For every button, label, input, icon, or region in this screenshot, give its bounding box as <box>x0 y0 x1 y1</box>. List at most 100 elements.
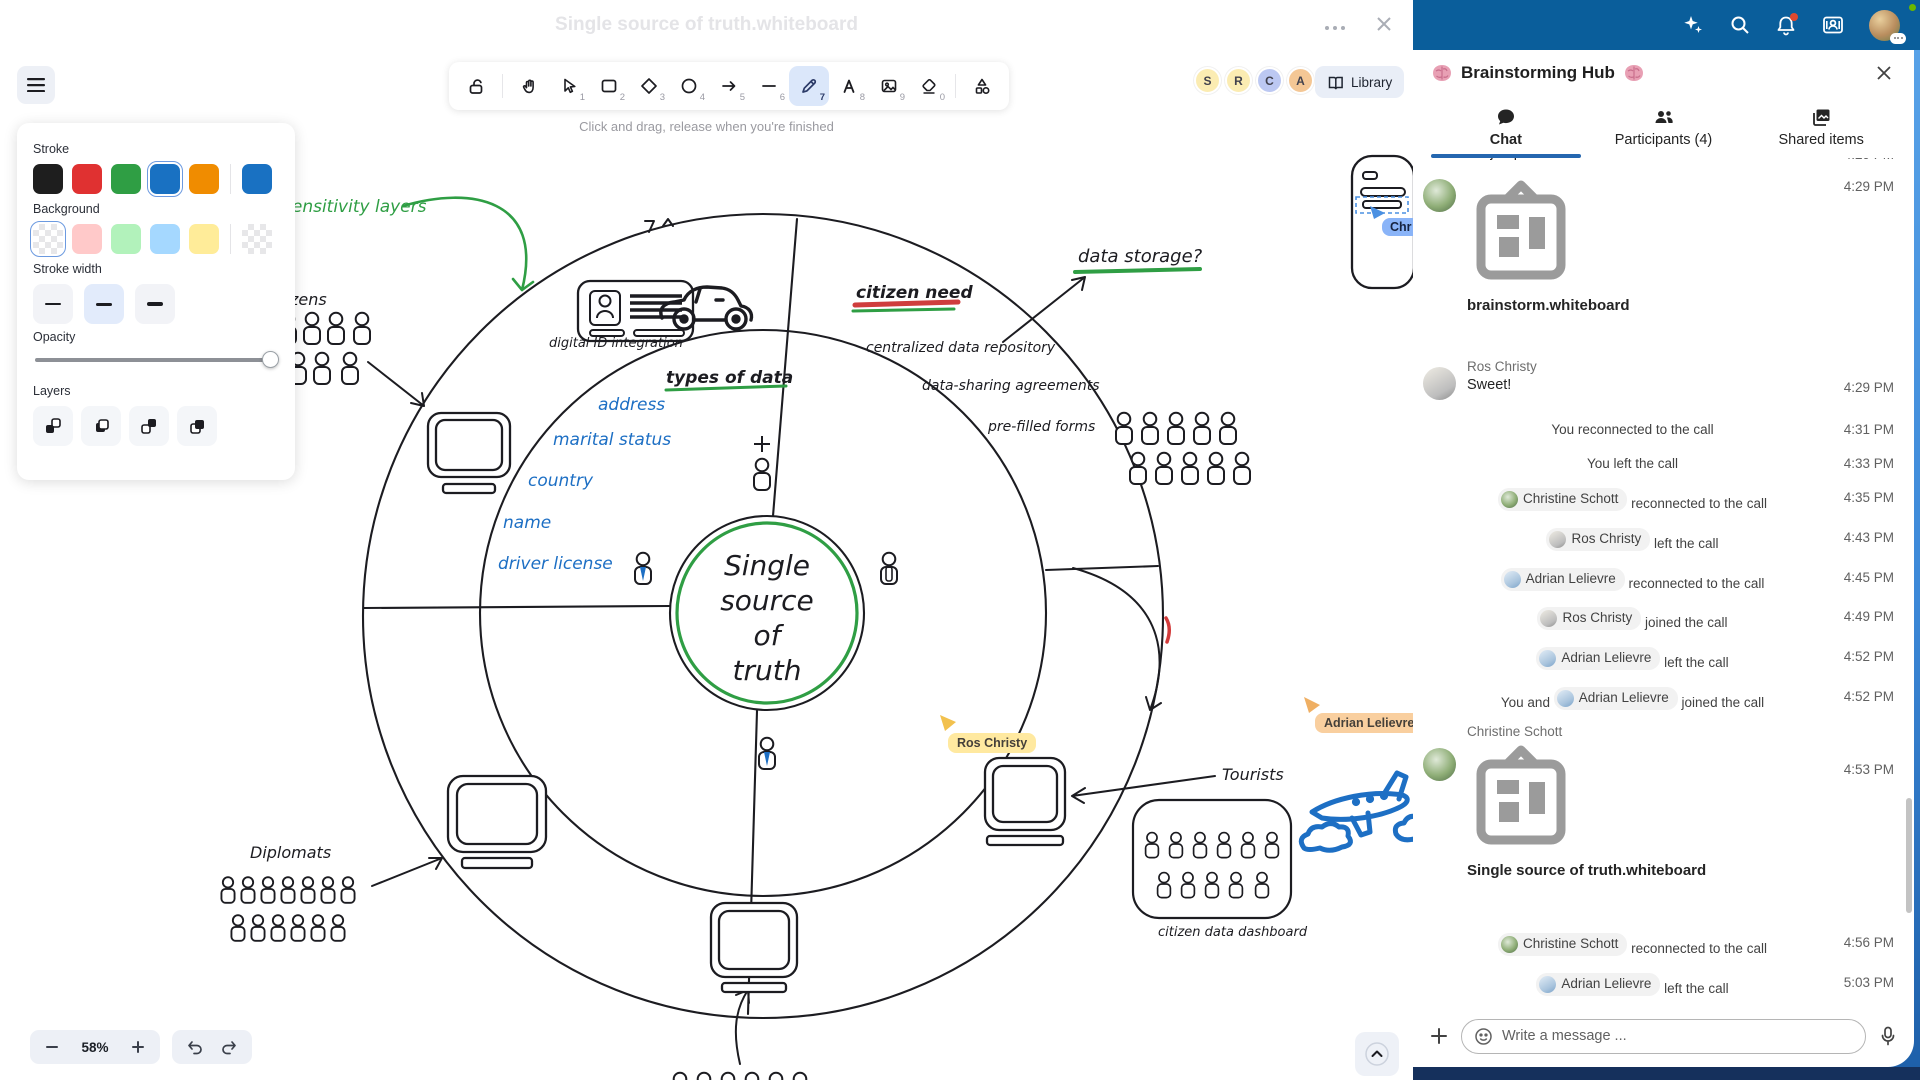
stroke-swatch-orange[interactable] <box>189 164 219 194</box>
bg-swatch-yellow[interactable] <box>189 224 219 254</box>
draw-tool-selected[interactable]: 7 <box>789 66 829 106</box>
top-right-crowd[interactable] <box>1115 411 1251 485</box>
more-options-icon[interactable] <box>1322 16 1352 36</box>
chat-scrollbar[interactable] <box>1906 798 1912 913</box>
bg-swatch-pink[interactable] <box>72 224 102 254</box>
stroke-width-bold-button[interactable] <box>135 284 175 324</box>
collapse-panel-button[interactable] <box>1355 1032 1399 1076</box>
bring-forward-button[interactable] <box>129 406 169 446</box>
select-tool[interactable]: 1 <box>549 66 589 106</box>
opacity-slider-knob[interactable] <box>262 351 279 368</box>
person-pill[interactable]: Christine Schott <box>1498 933 1628 957</box>
search-icon[interactable] <box>1729 14 1751 36</box>
bg-swatch-transparent-selected[interactable] <box>30 221 66 257</box>
redo-button[interactable] <box>217 1035 241 1059</box>
ellipse-tool[interactable]: 4 <box>669 66 709 106</box>
collaborator-chip-a[interactable]: A <box>1287 67 1314 94</box>
whiteboard-thumbnail-icon[interactable] <box>1467 742 1575 854</box>
stroke-swatch-green[interactable] <box>111 164 141 194</box>
collaborator-chip-s[interactable]: S <box>1194 67 1221 94</box>
dashboard-frame[interactable] <box>1131 798 1293 920</box>
bg-swatch-green[interactable] <box>111 224 141 254</box>
whiteboard-thumbnail-icon[interactable] <box>1467 177 1575 289</box>
stroke-width-thin-button[interactable] <box>33 284 73 324</box>
monitor-drawings[interactable] <box>426 411 1067 994</box>
id-card-drawing[interactable] <box>576 279 695 343</box>
person-pill[interactable]: Adrian Lelievre <box>1536 647 1661 671</box>
svg-text:name: name <box>503 513 551 533</box>
svg-text:country: country <box>528 471 594 491</box>
cursor-tag-christine: Chr <box>1382 218 1420 236</box>
chat-message-list[interactable]: Lets jump into our brainstorm session. 4… <box>1413 158 1914 1011</box>
whiteboard-canvas[interactable]: Single source of truth sensitivity layer… <box>0 0 1413 1080</box>
zoom-level[interactable]: 58% <box>81 1039 109 1055</box>
bring-to-front-button[interactable] <box>177 406 217 446</box>
shapes-tool[interactable] <box>962 66 1002 106</box>
person-pill[interactable]: Christine Schott <box>1498 487 1628 511</box>
connector-arrows[interactable] <box>367 218 1216 1065</box>
tab-chat[interactable]: Chat <box>1427 96 1585 158</box>
microphone-icon[interactable] <box>1876 1024 1900 1048</box>
car-drawing[interactable] <box>659 285 754 331</box>
notification-badge <box>1790 13 1798 21</box>
profile-avatar[interactable] <box>1869 9 1906 44</box>
attach-plus-icon[interactable] <box>1427 1024 1451 1048</box>
chat-message-file[interactable]: 4:53 PM Christine Schott <box>1423 724 1898 920</box>
avatar <box>1423 748 1456 782</box>
eraser-tool[interactable]: 0 <box>909 66 949 106</box>
zoom-in-button[interactable] <box>126 1035 150 1059</box>
person-pill[interactable]: Ros Christy <box>1537 607 1642 631</box>
person-pill[interactable]: Adrian Lelievre <box>1553 687 1678 711</box>
line-tool[interactable]: 6 <box>762 85 785 103</box>
truth-diagram-rings[interactable] <box>361 212 1165 1020</box>
zoom-out-button[interactable] <box>40 1035 64 1059</box>
board-close-icon[interactable] <box>1372 12 1396 36</box>
center-title[interactable]: Single source of truth <box>720 549 814 687</box>
arrow-tool[interactable]: 5 <box>709 66 749 106</box>
bg-current-swatch[interactable] <box>242 224 272 254</box>
person-pill[interactable]: Adrian Lelievre <box>1536 972 1661 996</box>
person-pill[interactable]: Adrian Lelievre <box>1500 567 1625 591</box>
image-tool[interactable]: 9 <box>869 66 909 106</box>
stroke-swatch-blue-selected[interactable] <box>147 161 183 197</box>
lock-tool[interactable] <box>456 66 496 106</box>
stroke-swatch-red[interactable] <box>72 164 102 194</box>
opacity-slider[interactable] <box>35 351 279 368</box>
message-input[interactable]: Write a message ... <box>1461 1018 1866 1054</box>
file-name[interactable]: brainstorm.whiteboard <box>1467 297 1630 314</box>
menu-button[interactable] <box>17 66 55 104</box>
undo-button[interactable] <box>183 1035 207 1059</box>
file-name[interactable]: Single source of truth.whiteboard <box>1467 862 1707 880</box>
svg-text:data-sharing agreements: data-sharing agreements <box>922 378 1100 394</box>
diamond-tool[interactable]: 3 <box>629 66 669 106</box>
stroke-width-medium-button[interactable] <box>84 284 124 324</box>
tab-shared-items[interactable]: Shared items <box>1742 96 1900 158</box>
send-backward-button[interactable] <box>81 406 121 446</box>
diagram-labels[interactable]: sensitivity layers citizens types of dat… <box>250 197 1308 940</box>
panel-close-icon[interactable] <box>1872 61 1896 85</box>
people-contacts-icon[interactable] <box>1821 14 1845 36</box>
svg-text:Diplomats: Diplomats <box>250 843 331 862</box>
bg-swatch-blue[interactable] <box>150 224 180 254</box>
tab-participants[interactable]: Participants (4) <box>1585 96 1743 158</box>
person-pill[interactable]: Ros Christy <box>1546 527 1651 551</box>
stroke-swatch-black[interactable] <box>33 164 63 194</box>
collaborator-chip-r[interactable]: R <box>1225 67 1252 94</box>
hand-tool[interactable] <box>509 66 549 106</box>
collaborator-chip-c[interactable]: C <box>1256 67 1283 94</box>
green-arrow[interactable] <box>401 196 535 292</box>
copilot-sparkle-icon[interactable] <box>1681 13 1705 37</box>
library-button[interactable]: Library <box>1315 66 1405 98</box>
text-tool[interactable]: 8 <box>829 66 869 106</box>
notifications-bell-icon[interactable] <box>1775 13 1798 36</box>
center-people[interactable] <box>634 436 898 770</box>
chat-message-file[interactable]: 4:29 PM brainstorm.whiteboard <box>1423 177 1898 349</box>
rectangle-tool[interactable]: 2 <box>589 66 629 106</box>
diplomats-crowd[interactable] <box>220 876 356 942</box>
white-tie <box>885 566 893 582</box>
stroke-current-swatch[interactable] <box>242 164 272 194</box>
emoji-icon[interactable] <box>1474 1027 1493 1046</box>
send-to-back-button[interactable] <box>33 406 73 446</box>
airplane-drawing[interactable] <box>1298 770 1413 853</box>
